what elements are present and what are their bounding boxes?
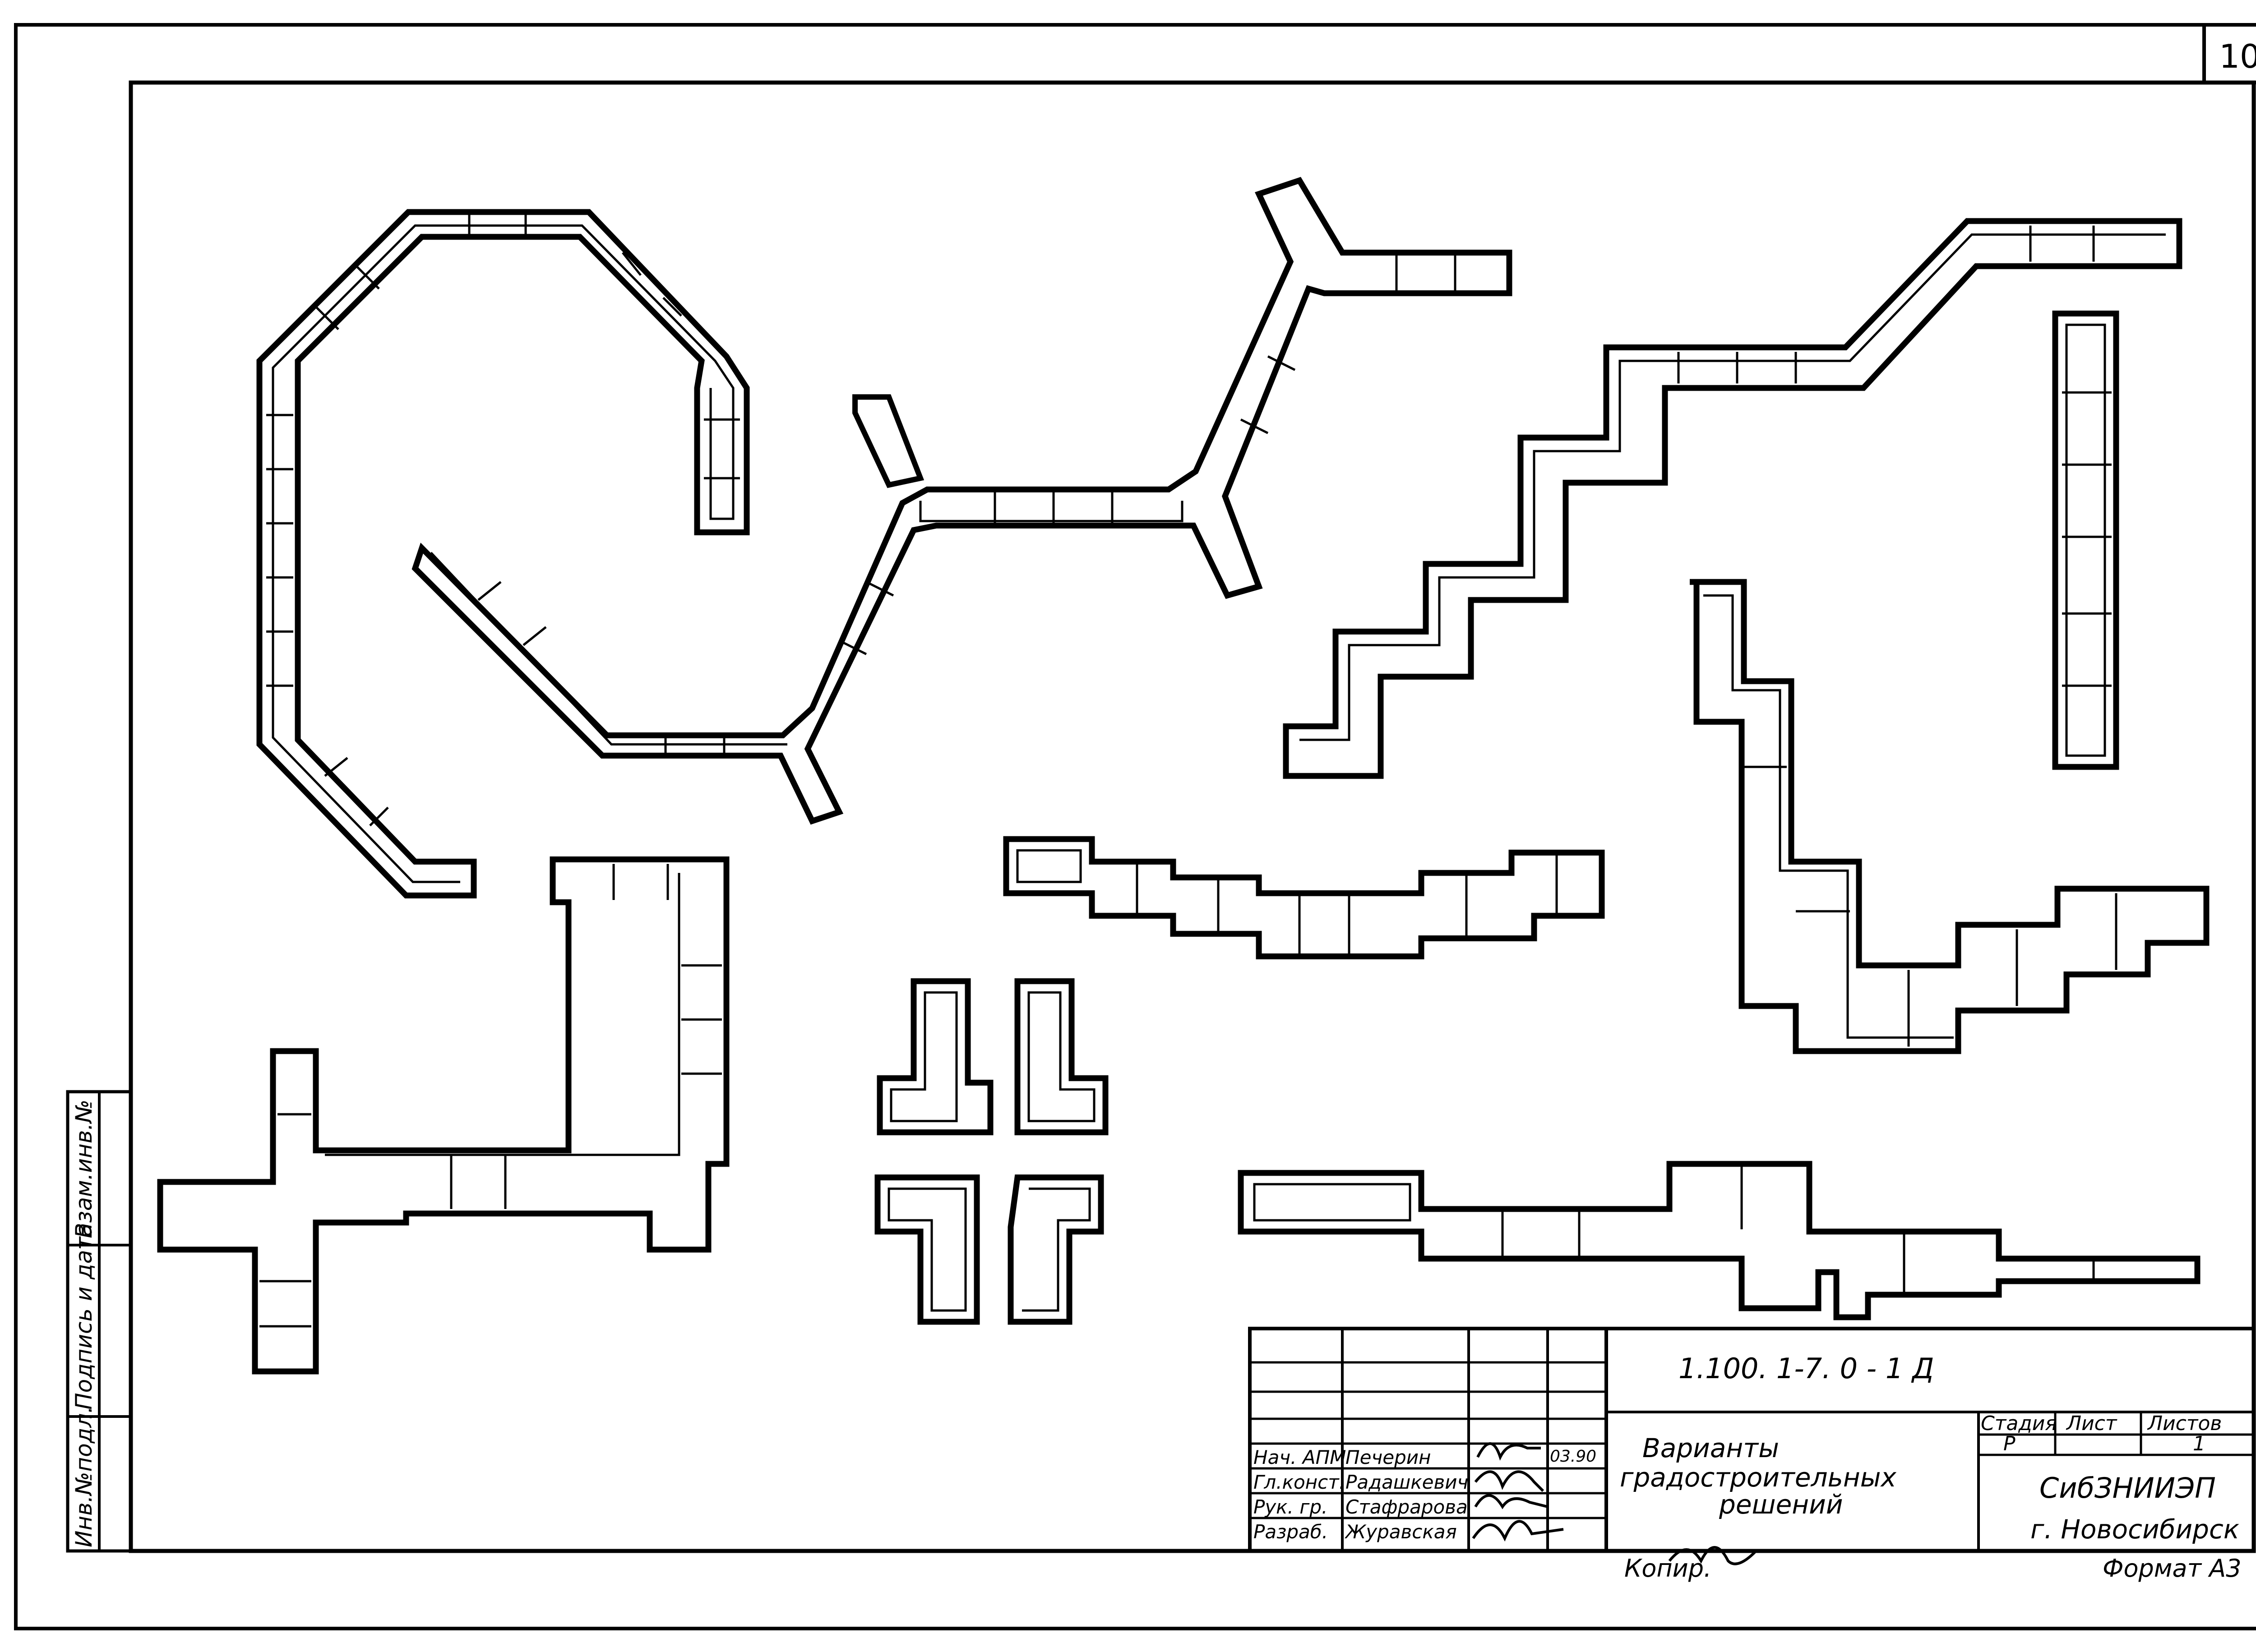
staff-name-1: Печерин	[1345, 1446, 1431, 1468]
signatures	[1472, 1442, 1757, 1565]
page-number-box: 10	[2202, 23, 2256, 84]
building-plan-long-strip	[1238, 1161, 2201, 1320]
sheets-value: 1	[2193, 1432, 2205, 1455]
staff-name-4: Журавская	[1344, 1521, 1457, 1543]
drawing-title-line2: градостроительных	[1620, 1462, 1897, 1493]
stage-header: Стадия	[1981, 1412, 2057, 1435]
building-plan-vertical-bar	[2052, 310, 2119, 770]
organization-city: г. Новосибирск	[2030, 1514, 2239, 1545]
drawing-title-line1: Варианты	[1642, 1433, 1779, 1463]
stage-value: Р	[2003, 1432, 2016, 1455]
stamp-inv-original: Инв.№подл.	[71, 1406, 97, 1547]
title-block: 1.100. 1-7. 0 - 1 Д Варианты градостроит…	[1248, 1327, 2256, 1565]
sign-date: 03.90	[1550, 1447, 1596, 1466]
staff-name-2: Радашкевич	[1345, 1471, 1468, 1493]
building-plan-stepped-diagonal	[1283, 218, 2182, 779]
sheets-header: Листов	[2147, 1412, 2222, 1435]
outer-border	[14, 23, 2256, 1630]
staff-name-3: Стафрарова	[1345, 1496, 1468, 1518]
staff-role-4: Разраб.	[1253, 1521, 1328, 1543]
building-plan-c-shape	[256, 209, 750, 899]
page-number: 10	[2219, 37, 2256, 75]
drawing-title-line3: решений	[1719, 1489, 1843, 1520]
staff-role-2: Гл.конст.	[1253, 1471, 1345, 1493]
stamp-signature-date: Подпись и дата	[71, 1223, 97, 1410]
copied-note: Копир.	[1624, 1554, 1711, 1583]
building-plan-y-chain	[411, 177, 1512, 825]
format-note: Формат А3	[2103, 1554, 2242, 1583]
document-code: 1.100. 1-7. 0 - 1 Д	[1678, 1352, 1934, 1385]
building-plan-wavy-strip	[1003, 836, 1605, 960]
building-plan-small-l-units	[874, 978, 1109, 1325]
building-plan-hook	[1690, 579, 2210, 1054]
sheet-header: Лист	[2066, 1412, 2117, 1435]
staff-role-1: Нач. АПМ	[1253, 1446, 1346, 1468]
staff-role-3: Рук. гр.	[1253, 1496, 1327, 1518]
building-plans	[157, 177, 2210, 1375]
building-plan-l-block	[157, 856, 730, 1375]
organization-name: СибЗНИИЭП	[2039, 1472, 2216, 1504]
stamp-replaces-inv: Взам.инв.№	[71, 1099, 97, 1238]
side-stamp: Взам.инв.№ Подпись и дата Инв.№подл.	[66, 1090, 133, 1553]
drawing-frame	[129, 80, 2256, 1553]
